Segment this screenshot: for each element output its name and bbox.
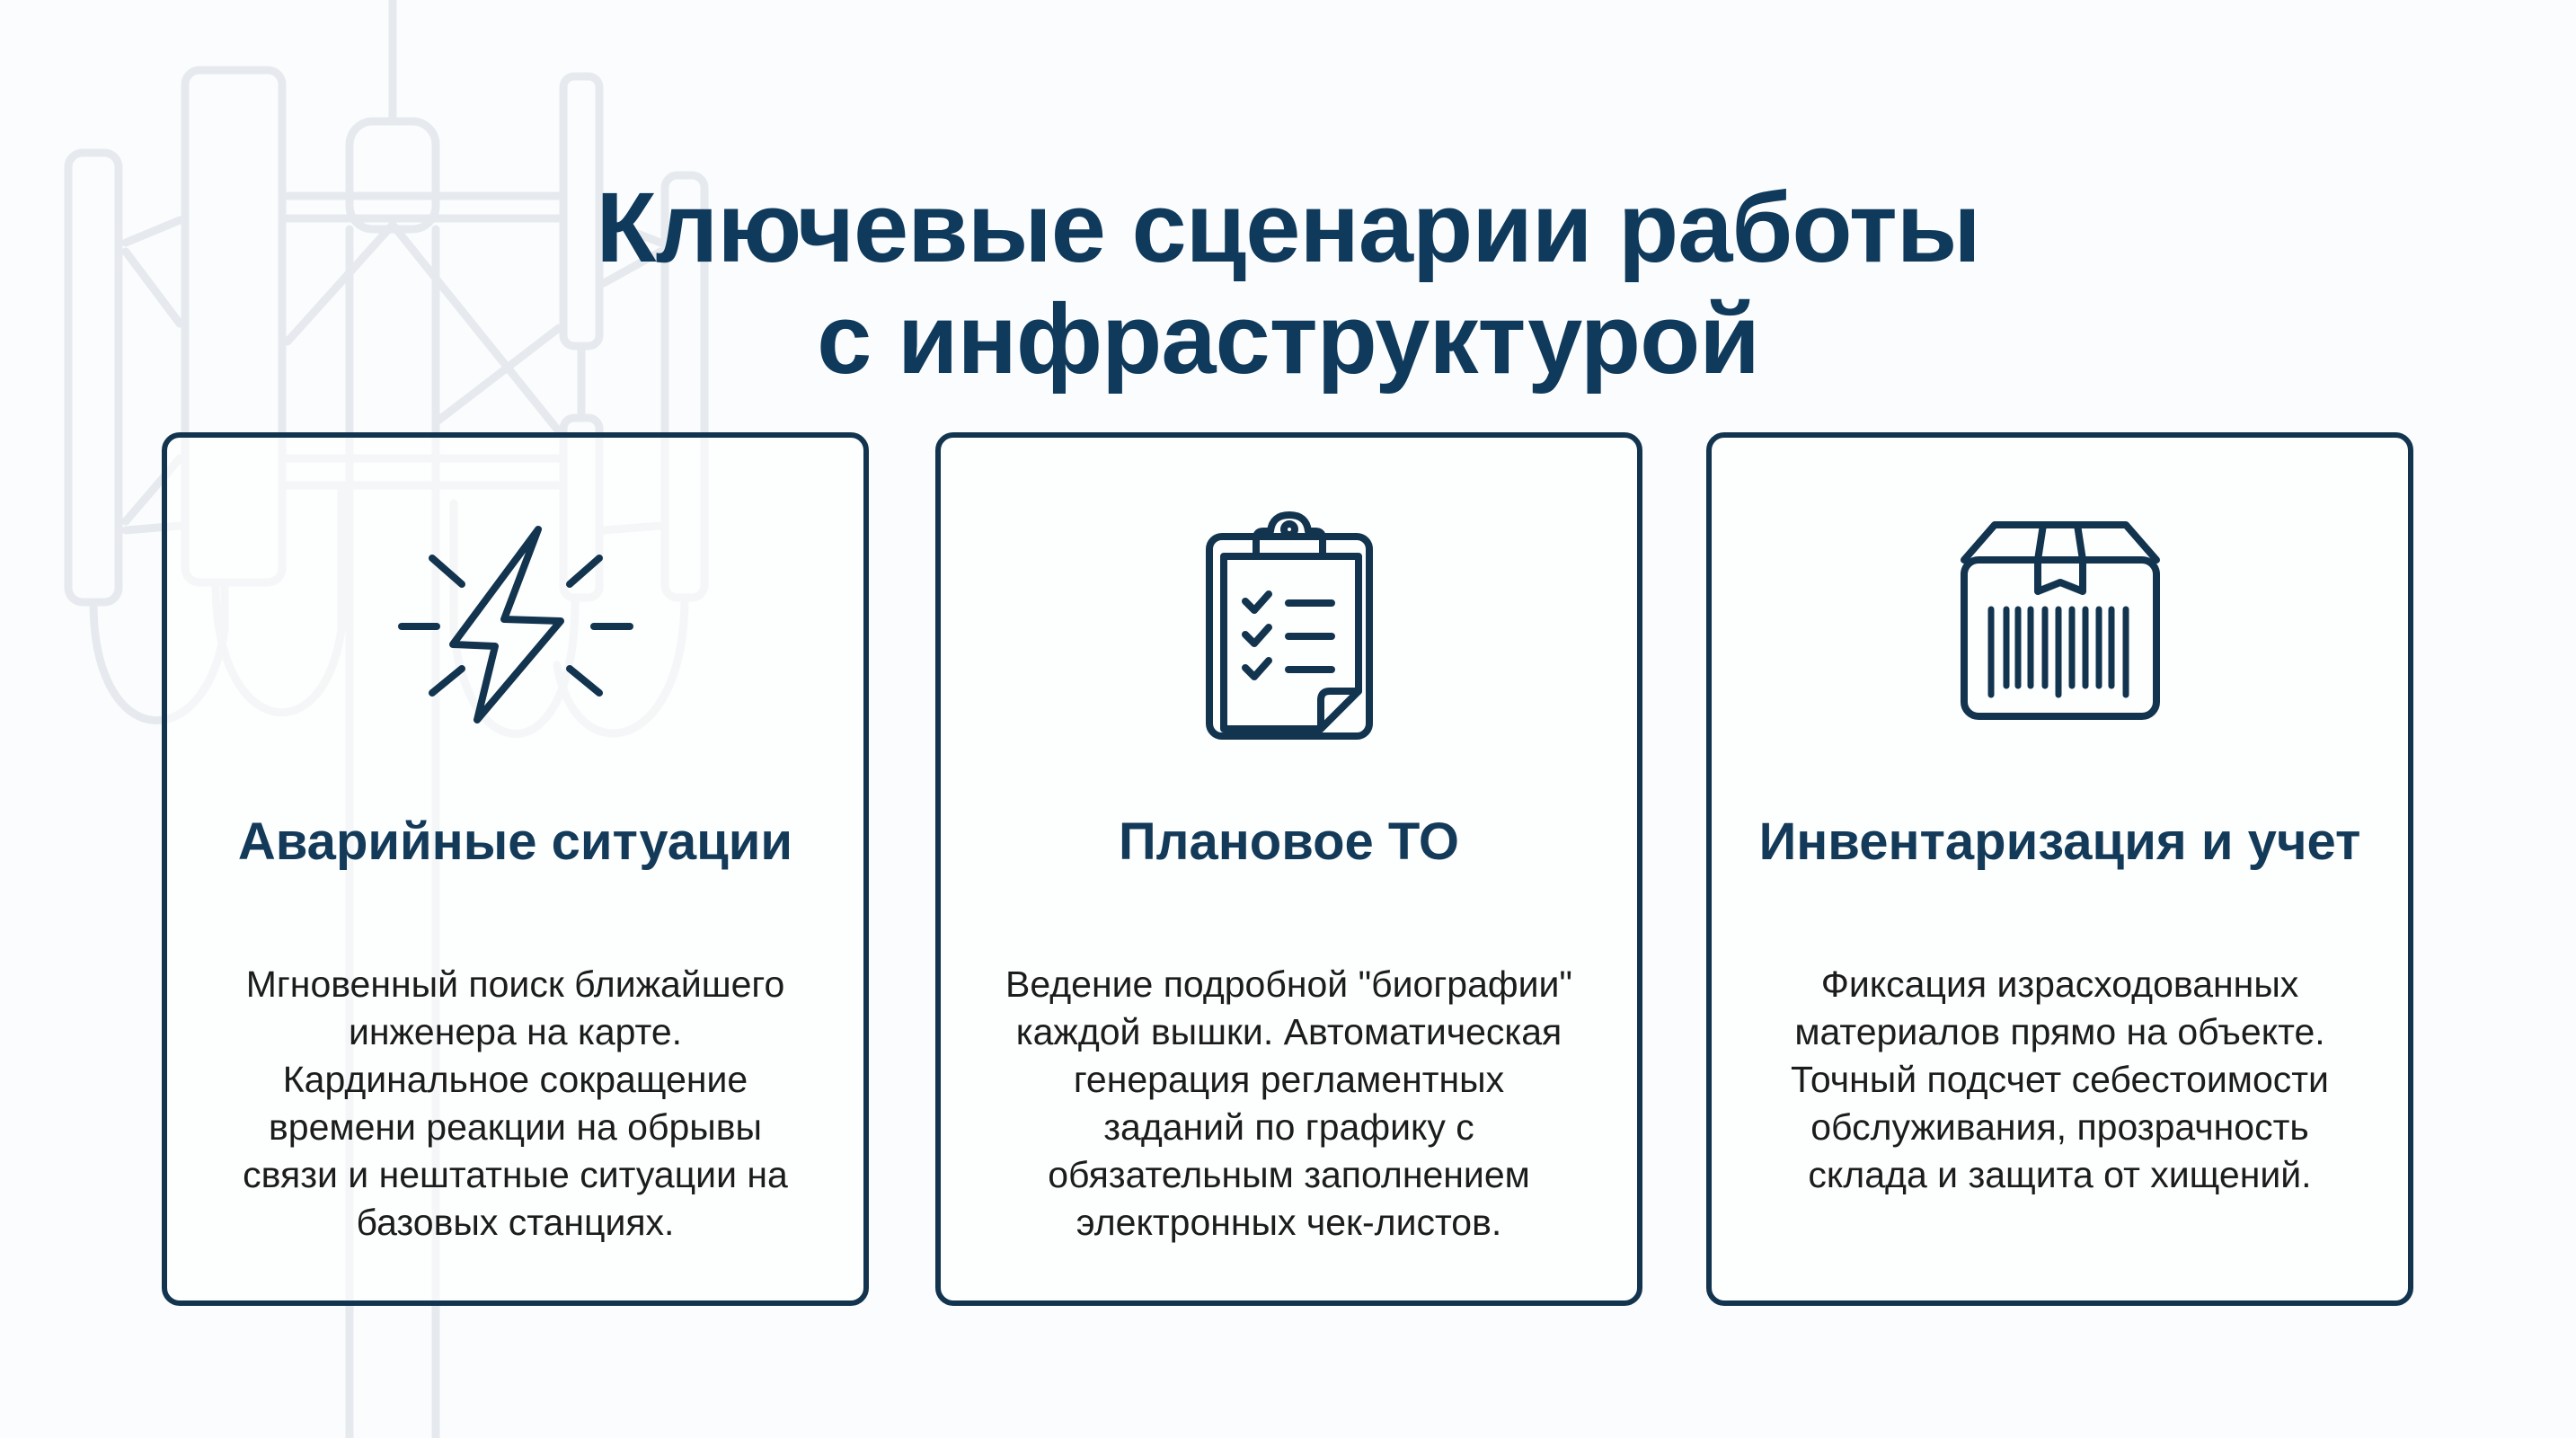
card-description: Ведение подробной "биографии" каждой выш… xyxy=(977,961,1601,1247)
description-line: каждой вышки. Автоматическая xyxy=(1015,1011,1562,1052)
card-heading: Аварийные ситуации xyxy=(237,812,793,871)
scenario-card-scheduled-maintenance: Плановое ТО Ведение подробной "биографии… xyxy=(935,432,1642,1306)
description-line: Ведение подробной "биографии" xyxy=(1005,963,1572,1005)
scenario-cards: Аварийные ситуации Мгновенный поиск ближ… xyxy=(0,432,2576,1308)
description-line: инженера на карте. xyxy=(348,1011,683,1052)
description-line: обслуживания, прозрачность xyxy=(1810,1106,2309,1148)
description-line: генерация регламентных xyxy=(1073,1059,1505,1100)
clipboard-checklist-icon xyxy=(1205,511,1373,740)
box-barcode-icon xyxy=(1960,521,2160,720)
card-description: Мгновенный поиск ближайшего инженера на … xyxy=(203,961,828,1247)
lightning-alert-icon xyxy=(397,526,633,723)
description-line: времени реакции на обрывы xyxy=(269,1106,762,1148)
description-line: связи и нештатные ситуации на xyxy=(243,1154,788,1195)
description-line: электронных чек-листов. xyxy=(1076,1202,1502,1243)
description-line: материалов прямо на объекте. xyxy=(1794,1011,2325,1052)
description-line: склада и защита от хищений. xyxy=(1808,1154,2312,1195)
card-heading: Инвентаризация и учет xyxy=(1758,812,2361,871)
scenario-card-emergencies: Аварийные ситуации Мгновенный поиск ближ… xyxy=(162,432,869,1306)
scenario-card-inventory: Инвентаризация и учет Фиксация израсходо… xyxy=(1706,432,2413,1306)
slide-title-line-2: с инфраструктурой xyxy=(817,283,1760,395)
description-line: Мгновенный поиск ближайшего xyxy=(245,963,785,1005)
slide-title: Ключевые сценарии работы с инфраструктур… xyxy=(0,173,2576,395)
description-line: Точный подсчет себестоимости xyxy=(1791,1059,2329,1100)
slide-title-line-1: Ключевые сценарии работы xyxy=(596,172,1980,283)
description-line: Фиксация израсходованных xyxy=(1820,963,2299,1005)
description-line: Кардинальное сокращение xyxy=(282,1059,748,1100)
description-line: базовых станциях. xyxy=(356,1202,675,1243)
card-heading: Плановое ТО xyxy=(1118,812,1460,871)
description-line: обязательным заполнением xyxy=(1048,1154,1530,1195)
description-line: заданий по графику с xyxy=(1103,1106,1474,1148)
card-description: Фиксация израсходованных материалов прям… xyxy=(1748,961,2372,1199)
